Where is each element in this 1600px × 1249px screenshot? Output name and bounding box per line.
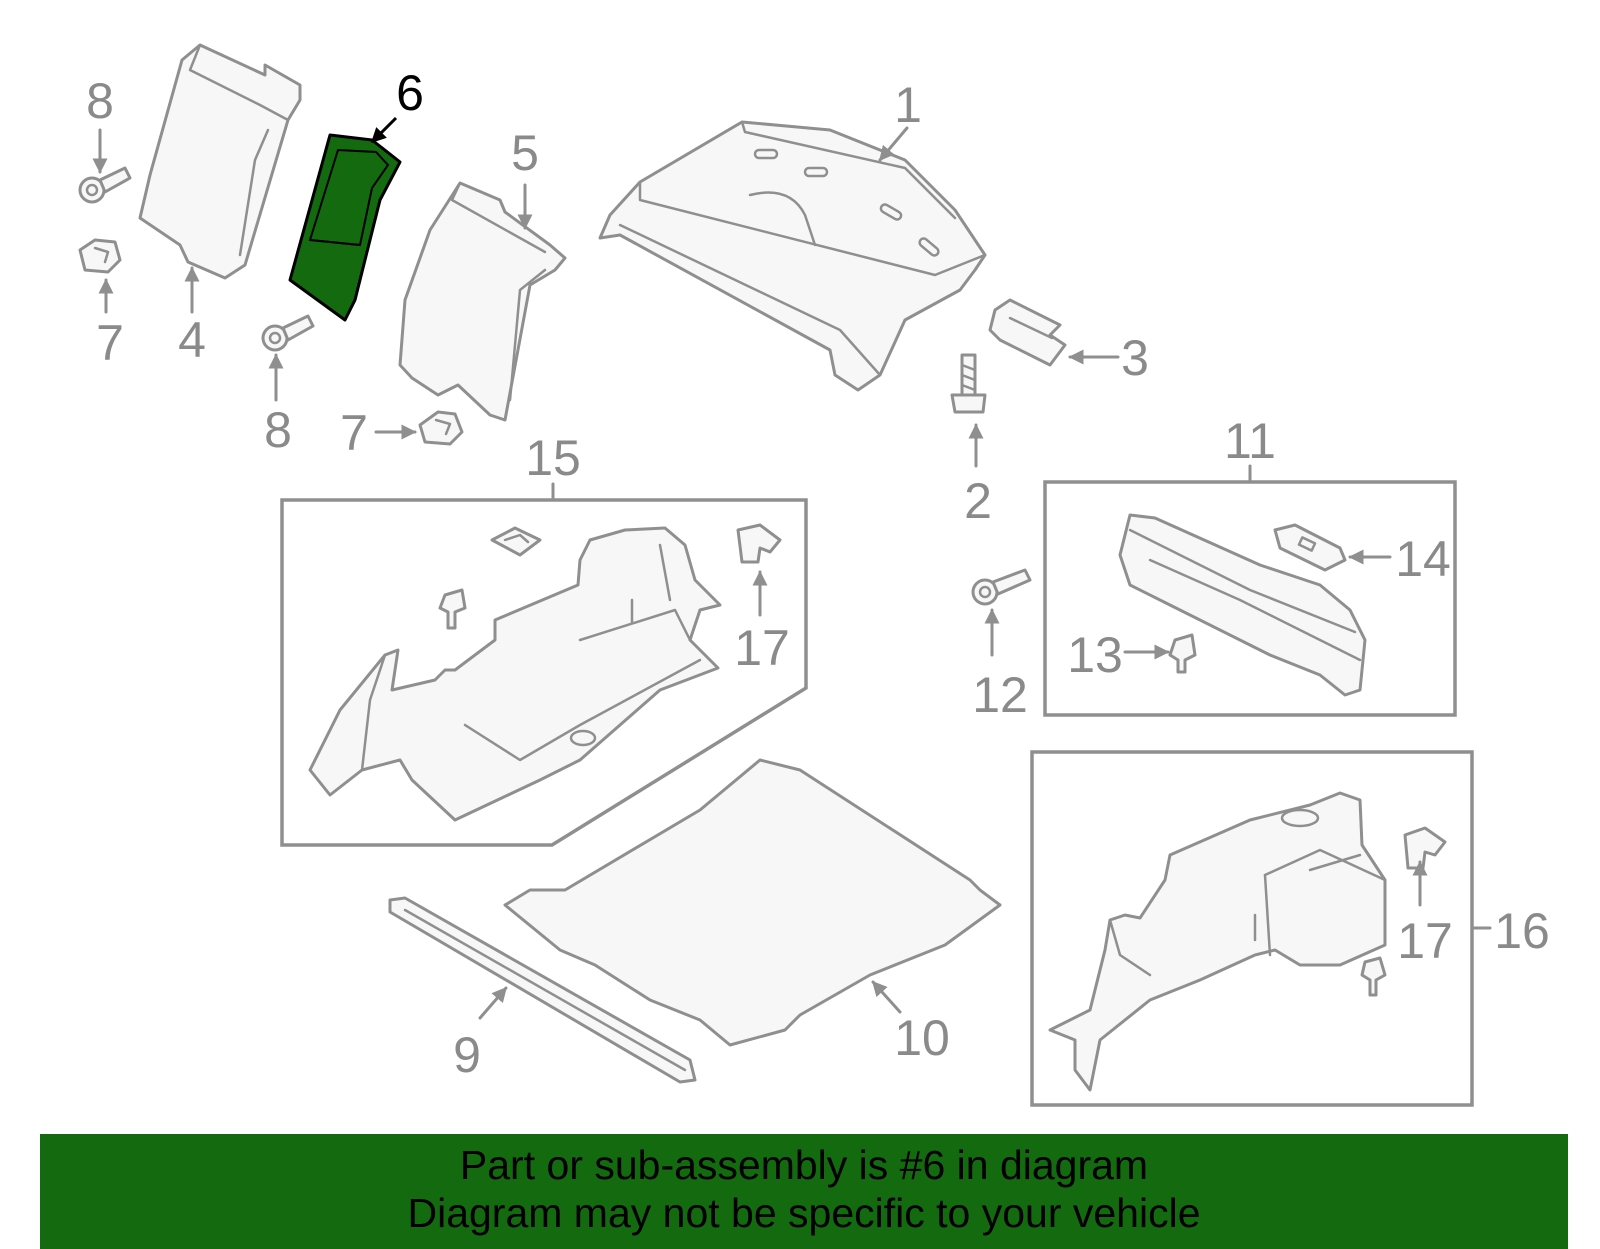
callout-15: 15 bbox=[525, 430, 581, 486]
callout-3: 3 bbox=[1121, 330, 1149, 386]
callout-11: 11 bbox=[1224, 413, 1276, 469]
part-5-side-panel[interactable] bbox=[398, 181, 567, 422]
callout-13: 13 bbox=[1067, 627, 1123, 683]
callout-8-top: 8 bbox=[86, 73, 114, 129]
callout-2: 2 bbox=[964, 473, 992, 529]
callout-17-left: 17 bbox=[734, 620, 790, 676]
callout-17-right: 17 bbox=[1397, 913, 1453, 969]
part-1-package-tray[interactable] bbox=[598, 120, 987, 392]
part-10-floor-mat[interactable] bbox=[503, 758, 1002, 1047]
part-2-bolt[interactable] bbox=[950, 353, 987, 414]
callout-1: 1 bbox=[894, 77, 922, 133]
leader-lines bbox=[92, 116, 1492, 1020]
part-7-clip-center[interactable] bbox=[418, 410, 464, 446]
part-4-side-panel[interactable] bbox=[138, 43, 302, 280]
group-15-left-trunk-trim[interactable] bbox=[280, 498, 808, 847]
part-3-bracket[interactable] bbox=[988, 298, 1067, 367]
callout-14: 14 bbox=[1395, 531, 1451, 587]
part-7-clip-left[interactable] bbox=[78, 238, 122, 274]
part-12-screw[interactable] bbox=[971, 568, 1032, 606]
info-banner: Part or sub-assembly is #6 in diagram Di… bbox=[40, 1134, 1568, 1249]
part-8-screw-top[interactable] bbox=[78, 166, 132, 204]
callout-10: 10 bbox=[894, 1010, 950, 1066]
part-9-sill-strip[interactable] bbox=[388, 896, 697, 1084]
callout-16: 16 bbox=[1494, 903, 1550, 959]
banner-line-1: Part or sub-assembly is #6 in diagram bbox=[459, 1142, 1149, 1188]
part-6-pillar-trim[interactable] bbox=[288, 133, 402, 322]
callout-6: 6 bbox=[396, 65, 424, 121]
banner-line-2: Diagram may not be specific to your vehi… bbox=[407, 1190, 1201, 1236]
callout-5: 5 bbox=[511, 125, 539, 181]
callout-4: 4 bbox=[178, 312, 206, 368]
part-8-screw-bottom[interactable] bbox=[261, 314, 315, 352]
callouts: 8 7 4 6 5 8 7 1 3 2 15 17 11 14 13 12 9 … bbox=[86, 65, 1550, 1083]
group-11-rear-trim[interactable] bbox=[1043, 480, 1457, 717]
callout-9: 9 bbox=[453, 1027, 481, 1083]
callout-12: 12 bbox=[972, 667, 1028, 723]
callout-8-bottom: 8 bbox=[264, 402, 292, 458]
callout-7-center: 7 bbox=[340, 405, 368, 461]
callout-7-left: 7 bbox=[96, 315, 124, 371]
